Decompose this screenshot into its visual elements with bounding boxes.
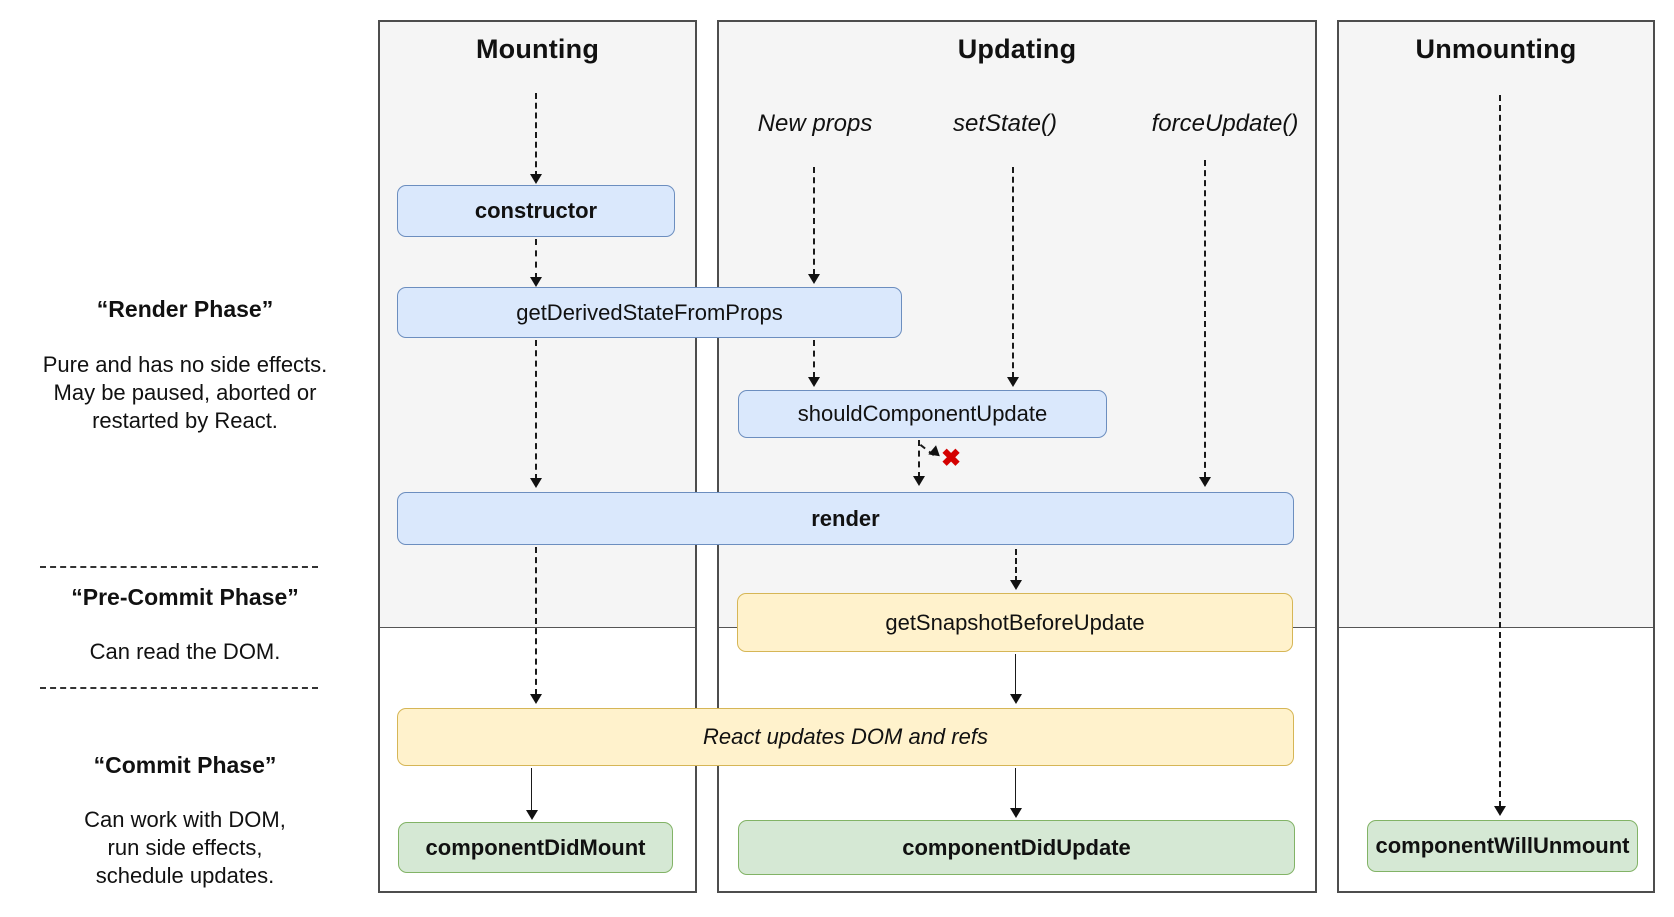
- arrow-forceupdate-to-render: [1204, 160, 1206, 478]
- arrowhead: [1010, 808, 1022, 818]
- forceupdate-trigger-label: forceUpdate(): [1151, 110, 1299, 137]
- arrow-dom-update-to-didupdate: [1015, 768, 1016, 810]
- unmounting-panel: Unmounting: [1337, 20, 1655, 893]
- arrow-newprops-to-gdsfp: [813, 167, 815, 275]
- arrow-setstate-to-scu: [1012, 167, 1014, 378]
- phase-divider: [40, 687, 318, 689]
- pre-commit-phase-title: “Pre-Commit Phase”: [71, 584, 299, 610]
- constructor-box: constructor: [397, 185, 675, 237]
- pre-commit-phase-description: Can read the DOM.: [25, 638, 345, 666]
- arrow-gdsfp-to-scu: [813, 340, 815, 378]
- commit-phase-title: “Commit Phase”: [93, 752, 277, 778]
- arrowhead: [808, 377, 820, 387]
- arrowhead: [1494, 806, 1506, 816]
- new-props-trigger-label: New props: [757, 110, 873, 137]
- shouldcomponentupdate-box: shouldComponentUpdate: [738, 390, 1107, 438]
- componentdidmount-box: componentDidMount: [398, 822, 673, 873]
- arrow-constructor-to-gdsfp: [535, 239, 537, 279]
- skip-render-x-icon: ✖: [941, 445, 962, 472]
- arrowhead: [530, 174, 542, 184]
- commit-desc-line: schedule updates.: [95, 863, 275, 888]
- arrowhead: [1010, 580, 1022, 590]
- unmounting-panel-title: Unmounting: [1415, 34, 1577, 64]
- componentdidupdate-box: componentDidUpdate: [738, 820, 1295, 875]
- arrowhead: [1199, 477, 1211, 487]
- render-phase-desc-line: restarted by React.: [92, 408, 278, 433]
- arrowhead: [526, 810, 538, 820]
- getsnapshotbeforeupdate-box: getSnapshotBeforeUpdate: [737, 593, 1293, 652]
- arrowhead: [530, 277, 542, 287]
- render-phase-title: “Render Phase”: [96, 296, 274, 322]
- pre-commit-desc-line: Can read the DOM.: [89, 639, 281, 664]
- arrowhead: [1010, 694, 1022, 704]
- arrow-scu-to-render: [918, 440, 920, 478]
- render-phase-desc-line: May be paused, aborted or: [53, 380, 317, 405]
- render-phase-description: Pure and has no side effects. May be pau…: [25, 351, 345, 435]
- arrow-mount-start: [535, 93, 537, 177]
- react-updates-dom-box: React updates DOM and refs: [397, 708, 1294, 766]
- arrow-snapshot-to-dom-update: [1015, 654, 1016, 696]
- arrowhead: [530, 694, 542, 704]
- arrowhead: [530, 478, 542, 488]
- setstate-trigger-label: setState(): [952, 110, 1058, 137]
- commit-phase-description: Can work with DOM, run side effects, sch…: [25, 806, 345, 890]
- arrow-gdsfp-to-render: [535, 340, 537, 480]
- unmounting-render-phase-region: [1339, 22, 1653, 628]
- arrowhead: [808, 274, 820, 284]
- arrow-unmount-to-willunmount: [1499, 95, 1501, 807]
- getderivedstatefromprops-box: getDerivedStateFromProps: [397, 287, 902, 338]
- phase-divider: [40, 566, 318, 568]
- updating-panel-title: Updating: [957, 34, 1077, 64]
- arrow-dom-update-to-didmount: [531, 768, 532, 812]
- mounting-panel-title: Mounting: [475, 34, 600, 64]
- commit-desc-line: run side effects,: [107, 835, 263, 860]
- arrow-render-to-dom-update: [535, 547, 537, 695]
- arrowhead: [1007, 377, 1019, 387]
- commit-desc-line: Can work with DOM,: [84, 807, 286, 832]
- arrow-render-to-snapshot: [1015, 549, 1017, 582]
- componentwillunmount-box: componentWillUnmount: [1367, 820, 1638, 872]
- render-phase-desc-line: Pure and has no side effects.: [42, 352, 328, 377]
- arrowhead: [913, 476, 925, 486]
- render-box: render: [397, 492, 1294, 545]
